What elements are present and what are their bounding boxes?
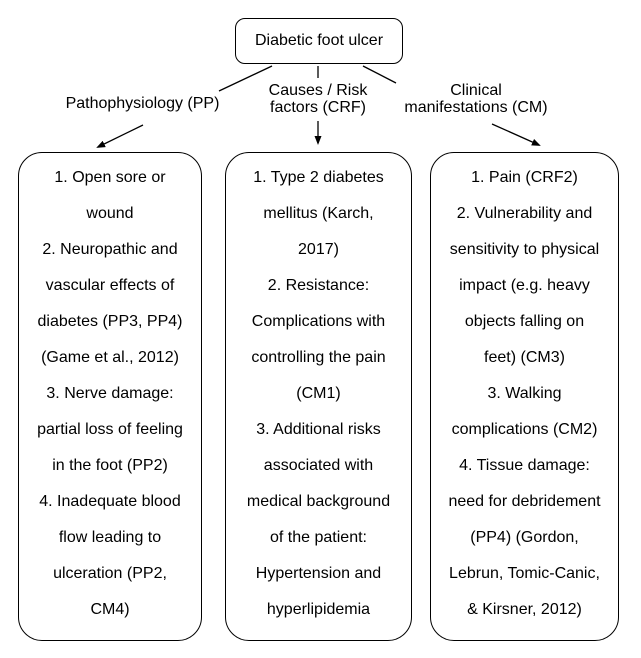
box-text-line: 3. Additional risks bbox=[256, 421, 381, 438]
box-text-line: 4. Inadequate blood bbox=[39, 493, 181, 510]
box-text-line: 3. Nerve damage: bbox=[46, 385, 174, 402]
branch-label-line: manifestations (CM) bbox=[404, 99, 548, 116]
box-text-line: complications (CM2) bbox=[451, 421, 598, 438]
box-text-line: (Game et al., 2012) bbox=[41, 349, 179, 366]
box-text-line: of the patient: bbox=[270, 529, 367, 546]
box-text-line: Lebrun, Tomic-Canic, bbox=[449, 565, 600, 582]
box-text-line: feet) (CM3) bbox=[484, 349, 565, 366]
box-text-line: objects falling on bbox=[464, 313, 585, 330]
box-text-line: ulceration (PP2, bbox=[53, 565, 167, 582]
box-text-line: sensitivity to physical bbox=[449, 241, 600, 258]
box-text-line: impact (e.g. heavy bbox=[459, 277, 590, 294]
box-text-line: 1. Type 2 diabetes bbox=[253, 169, 384, 186]
arrow-clinical-label-to-box bbox=[491, 123, 541, 146]
box-text-line: need for debridement bbox=[448, 493, 601, 510]
box-text-line: partial loss of feeling bbox=[37, 421, 183, 438]
box-text-line: diabetes (PP3, PP4) bbox=[37, 313, 183, 330]
box-text-line: Hypertension and bbox=[255, 565, 382, 582]
box-text-line: 4. Tissue damage: bbox=[459, 457, 590, 474]
box-text-line: flow leading to bbox=[58, 529, 162, 546]
box-text-line: in the foot (PP2) bbox=[52, 457, 168, 474]
branch-label-line: Causes / Risk bbox=[268, 82, 368, 99]
box-text-line: hyperlipidemia bbox=[266, 601, 371, 618]
box-text-line: wound bbox=[86, 205, 134, 222]
root-node: Diabetic foot ulcer bbox=[235, 18, 403, 64]
box-text-line: 2. Vulnerability and bbox=[456, 205, 593, 222]
box-text-line: 2. Resistance: bbox=[267, 277, 370, 294]
box-text-line: Complications with bbox=[251, 313, 386, 330]
causes-risk-factors-box: 1. Type 2 diabetes mellitus (Karch, 2017) 2… bbox=[225, 152, 412, 641]
box-text-line: vascular effects of bbox=[45, 277, 175, 294]
box-text-line: (CM1) bbox=[296, 385, 341, 402]
pathophysiology-box: 1. Open sore or wound 2. Neuropathic and va… bbox=[18, 152, 202, 641]
root-node-label: Diabetic foot ulcer bbox=[254, 32, 384, 49]
connector-title-to-pathophysiology-label bbox=[218, 65, 273, 92]
box-text-line: medical background bbox=[246, 493, 391, 510]
connector-title-to-clinical-label bbox=[362, 65, 397, 84]
branch-label-causes-risk-factors: Causes / Risk factors (CRF) bbox=[253, 82, 383, 116]
box-text-line: 2017) bbox=[298, 241, 339, 258]
box-text-line: associated with bbox=[263, 457, 374, 474]
branch-label-clinical-manifestations: Clinical manifestations (CM) bbox=[386, 82, 566, 116]
branch-label-line: factors (CRF) bbox=[270, 99, 366, 116]
branch-label-pathophysiology: Pathophysiology (PP) bbox=[40, 95, 245, 112]
box-text-line: 1. Pain (CRF2) bbox=[471, 169, 578, 186]
box-text-line: 1. Open sore or bbox=[54, 169, 166, 186]
box-text-line: controlling the pain bbox=[251, 349, 386, 366]
branch-label-line: Pathophysiology (PP) bbox=[65, 95, 220, 112]
branch-label-line: Clinical bbox=[450, 82, 502, 99]
box-text-line: 2. Neuropathic and bbox=[42, 241, 178, 258]
box-text-line: 3. Walking bbox=[487, 385, 562, 402]
box-text-line: CM4) bbox=[90, 601, 130, 618]
box-text-line: (PP4) (Gordon, bbox=[470, 529, 579, 546]
box-text-line: & Kirsner, 2012) bbox=[467, 601, 582, 618]
arrow-pathophysiology-label-to-box bbox=[96, 124, 144, 148]
clinical-manifestations-box: 1. Pain (CRF2) 2. Vulnerability and sensit… bbox=[430, 152, 619, 641]
box-text-line: mellitus (Karch, bbox=[263, 205, 374, 222]
